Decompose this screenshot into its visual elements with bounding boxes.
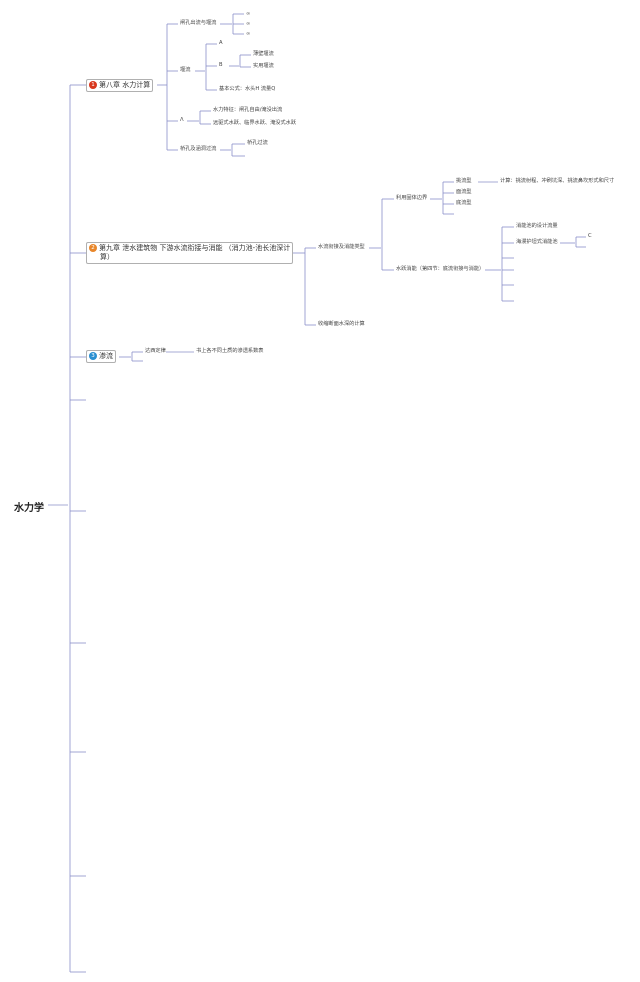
hydraulic-feature-node[interactable]: 水力特征：闸孔自由/淹没出流 <box>213 107 283 113</box>
jump-types-node[interactable]: 远驱式水跃、临界水跃、淹没式水跃 <box>213 120 297 126</box>
lambda-node[interactable]: Λ <box>180 117 184 123</box>
connection-types-node[interactable]: 水流衔接及消能类型 <box>318 244 365 250</box>
downstream-apron-node[interactable]: 海漫护坦式消能池 <box>516 239 558 245</box>
bottom-flow-node[interactable]: 底流型 <box>456 200 472 206</box>
bucket-boundary-node[interactable]: 利用固体边界 <box>396 195 428 201</box>
c-label-node[interactable]: C <box>588 233 592 239</box>
sub-node[interactable]: ∞ <box>246 11 251 17</box>
chapter-number-badge: 2 <box>89 244 97 252</box>
thin-weir-node[interactable]: 薄壁堰流 <box>253 51 274 57</box>
jump-energy-node[interactable]: 水跃消能（第四节：底流衔接与消能） <box>396 266 485 272</box>
chapter-number-badge: 3 <box>89 352 97 360</box>
gate-weir-node[interactable]: 闸孔出流与堰流 <box>180 20 217 26</box>
bridge-culvert-node[interactable]: 桥孔及涵洞过流 <box>180 146 217 152</box>
design-discharge-node[interactable]: 消能池的设计流量 <box>516 223 558 229</box>
chapter8-title: 第八章 水力计算 <box>99 81 151 89</box>
basic-formula-node[interactable]: 基本公式：水头H 流量Q <box>219 86 276 92</box>
bridge-flow-node[interactable]: 桥孔过流 <box>247 140 268 146</box>
seepage-title: 渗流 <box>99 352 113 360</box>
weir-node[interactable]: 堰流 <box>180 67 191 73</box>
coefficients-node[interactable]: 书上各不同土质的渗透系数表 <box>196 348 264 354</box>
b-label-node[interactable]: B <box>219 62 223 68</box>
practical-weir-node[interactable]: 实用堰流 <box>253 63 274 69</box>
ski-calc-node[interactable]: 计算：挑流射程、冲刷坑深、挑流鼻坎形式和尺寸 <box>500 178 615 184</box>
a-label-node[interactable]: A <box>219 40 223 46</box>
chapter-number-badge: 1 <box>89 81 97 89</box>
chapter9-title-line2: 算） <box>100 253 114 261</box>
root-node[interactable]: 水力学 <box>14 503 44 514</box>
sub-node[interactable]: ∞ <box>246 21 251 27</box>
scour-calc-node[interactable]: 收缩断面水深的计算 <box>318 321 365 327</box>
chapter9-title-line1: 第九章 泄水建筑物 下游水流衔接与消能 （消力池-池长池深计 <box>99 244 291 252</box>
sub-node[interactable]: ∞ <box>246 31 251 37</box>
surface-flow-node[interactable]: 面流型 <box>456 189 472 195</box>
darcy-node[interactable]: 达西定律 <box>145 348 166 354</box>
ski-jump-node[interactable]: 挑流型 <box>456 178 472 184</box>
